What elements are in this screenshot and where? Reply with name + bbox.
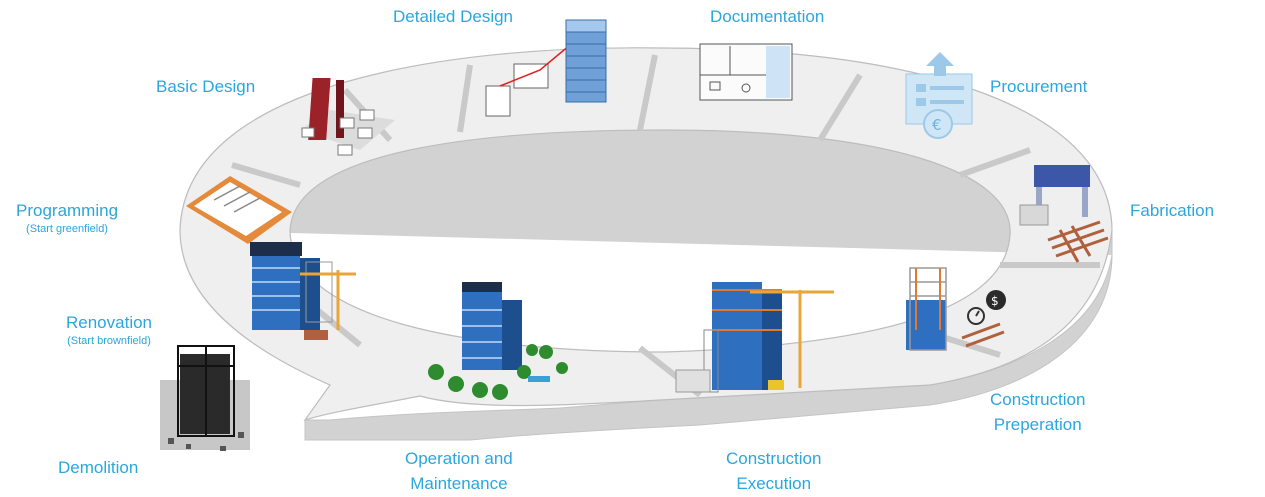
svg-text:€: €: [932, 116, 942, 134]
stage-label-line: Maintenance: [410, 474, 508, 493]
clipboard-icon: [186, 176, 292, 244]
stopwatch-dollar-icon: $: [967, 290, 1006, 325]
basic-design-model: [300, 78, 395, 156]
detailed-design-model: [485, 19, 607, 117]
stage-label-procurement: Procurement: [990, 77, 1088, 96]
stage-label-construction-execution: Construction Execution: [726, 446, 821, 496]
divider: [231, 162, 301, 188]
stage-label-line: Construction: [726, 449, 822, 468]
stage-label-operation-maintenance: Operation and Maintenance: [405, 446, 513, 496]
stage-label-renovation: Renovation (Start brownfield): [66, 310, 152, 348]
documentation-drawing: [699, 43, 793, 101]
stage-label-line: Execution: [736, 474, 812, 493]
stage-label-renovation-note: (Start brownfield): [67, 335, 151, 347]
stage-label-programming: Programming (Start greenfield): [16, 198, 118, 236]
stage-label-documentation: Documentation: [710, 7, 825, 26]
stage-label-line: Operation and: [405, 449, 513, 468]
stage-label-line: Preperation: [993, 415, 1082, 434]
stage-label-renovation-title: Renovation: [66, 313, 153, 332]
stage-label-basic-design: Basic Design: [156, 77, 256, 96]
crane: [750, 290, 834, 388]
construction-building: [675, 282, 834, 393]
stage-label-fabrication: Fabrication: [1130, 201, 1215, 220]
stage-label-line: Construction: [990, 390, 1086, 409]
svg-text:$: $: [991, 294, 999, 308]
document-euro-icon: €: [905, 52, 973, 139]
stage-label-construction-preparation: Construction Preperation: [990, 387, 1085, 437]
divider: [817, 73, 863, 142]
trees: [428, 344, 568, 400]
divider: [637, 54, 658, 131]
divider: [958, 147, 1032, 178]
timber-stack: [961, 322, 1005, 348]
stage-label-programming-title: Programming: [16, 201, 119, 220]
fabrication-machine: [1019, 165, 1109, 263]
renovation-building: [250, 242, 356, 340]
divider: [457, 64, 473, 133]
stage-label-detailed-design: Detailed Design: [393, 7, 514, 26]
stage-label-demolition: Demolition: [58, 458, 139, 477]
preparation-building: [906, 267, 947, 351]
operation-building: [428, 282, 568, 400]
demolition-building: [160, 345, 250, 451]
crane: [300, 270, 356, 330]
stage-label-programming-note: (Start greenfield): [26, 223, 108, 235]
